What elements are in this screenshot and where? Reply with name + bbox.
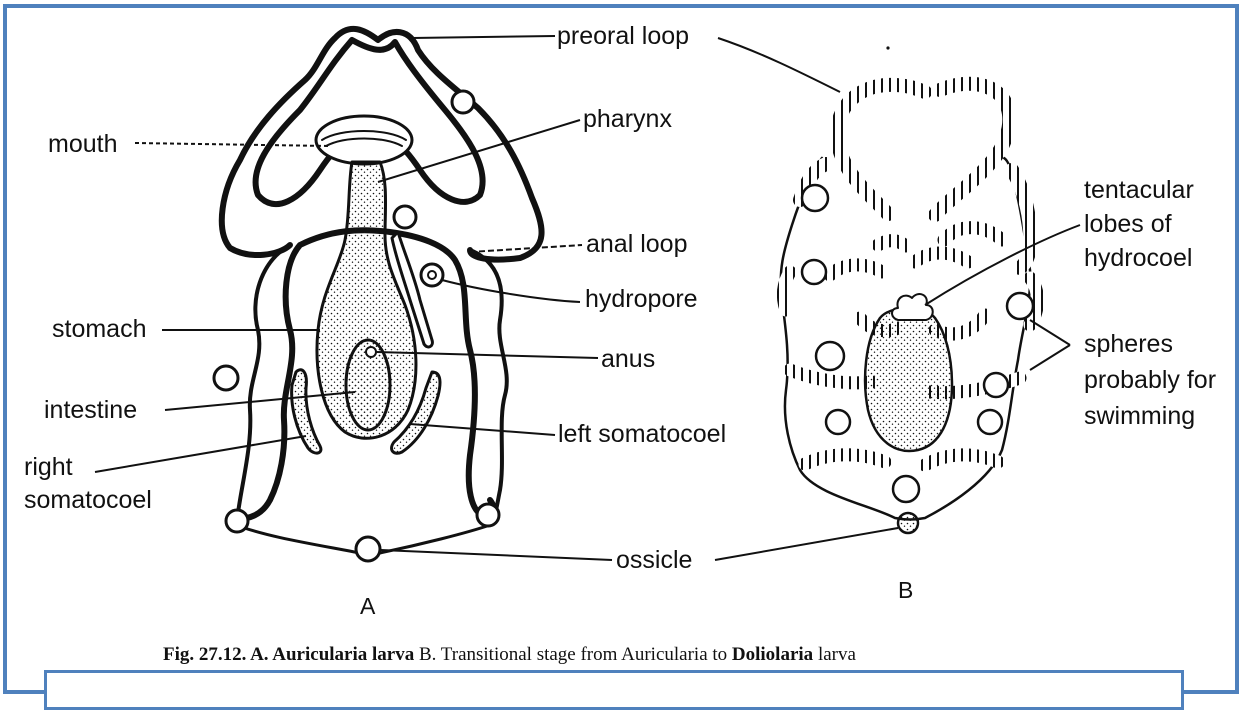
label-spheres-line3: swimming bbox=[1084, 402, 1195, 430]
figure-caption: Fig. 27.12. A. Auricularia larva B. Tran… bbox=[163, 644, 856, 665]
caption-rest-2: larva bbox=[813, 644, 856, 665]
caption-prefix: Fig. 27.12. A. Auricularia larva bbox=[163, 644, 415, 665]
label-spheres-line2: probably for bbox=[1084, 366, 1216, 394]
label-right-somatocoel-line1: right bbox=[24, 453, 73, 481]
sphere bbox=[452, 91, 474, 113]
label-ossicle: ossicle bbox=[616, 546, 692, 574]
panel-label-a: A bbox=[360, 593, 376, 619]
label-left-somatocoel: left somatocoel bbox=[558, 420, 726, 448]
figure: preoral loop mouth pharynx anal loop hyd… bbox=[0, 0, 1247, 686]
sphere bbox=[1007, 293, 1033, 319]
label-intestine: intestine bbox=[44, 396, 137, 424]
mouth-shape bbox=[316, 116, 412, 164]
ossicle-shape bbox=[356, 537, 380, 561]
small-sphere bbox=[394, 206, 416, 228]
sphere bbox=[826, 410, 850, 434]
sphere bbox=[802, 260, 826, 284]
label-tentacular-line1: tentacular bbox=[1084, 176, 1194, 204]
label-anal-loop: anal loop bbox=[586, 230, 687, 258]
panel-label-b: B bbox=[898, 577, 913, 603]
caption-bold-word: Doliolaria bbox=[732, 644, 814, 665]
ossicle-shape bbox=[226, 510, 248, 532]
label-hydropore: hydropore bbox=[585, 285, 698, 313]
label-spheres-line1: spheres bbox=[1084, 330, 1173, 358]
label-right-somatocoel-line2: somatocoel bbox=[24, 486, 152, 514]
label-preoral-loop: preoral loop bbox=[557, 22, 689, 50]
label-tentacular-line2: lobes of bbox=[1084, 210, 1172, 238]
sphere bbox=[978, 410, 1002, 434]
label-tentacular-line3: hydrocoel bbox=[1084, 244, 1192, 272]
sphere bbox=[816, 342, 844, 370]
central-body-shape bbox=[865, 308, 952, 451]
sphere bbox=[802, 185, 828, 211]
body-outline-left bbox=[236, 245, 290, 525]
auricularia-larva bbox=[214, 29, 542, 561]
ossicle-shape bbox=[898, 513, 918, 533]
sphere bbox=[214, 366, 238, 390]
preoral-ringed-band bbox=[837, 85, 925, 214]
right-somatocoel-shape bbox=[292, 370, 321, 453]
sphere bbox=[893, 476, 919, 502]
label-pharynx: pharynx bbox=[583, 105, 672, 133]
diagram-svg: preoral loop mouth pharynx anal loop hyd… bbox=[0, 0, 1247, 686]
ossicle-shape bbox=[477, 504, 499, 526]
label-stomach: stomach bbox=[52, 315, 146, 343]
label-mouth: mouth bbox=[48, 130, 117, 158]
label-anus: anus bbox=[601, 345, 655, 373]
caption-rest-1: B. Transitional stage from Auricularia t… bbox=[414, 644, 732, 665]
hydropore-shape bbox=[421, 264, 443, 286]
doliolaria-transition-larva bbox=[781, 46, 1038, 533]
anus-shape bbox=[366, 347, 376, 357]
sphere bbox=[984, 373, 1008, 397]
